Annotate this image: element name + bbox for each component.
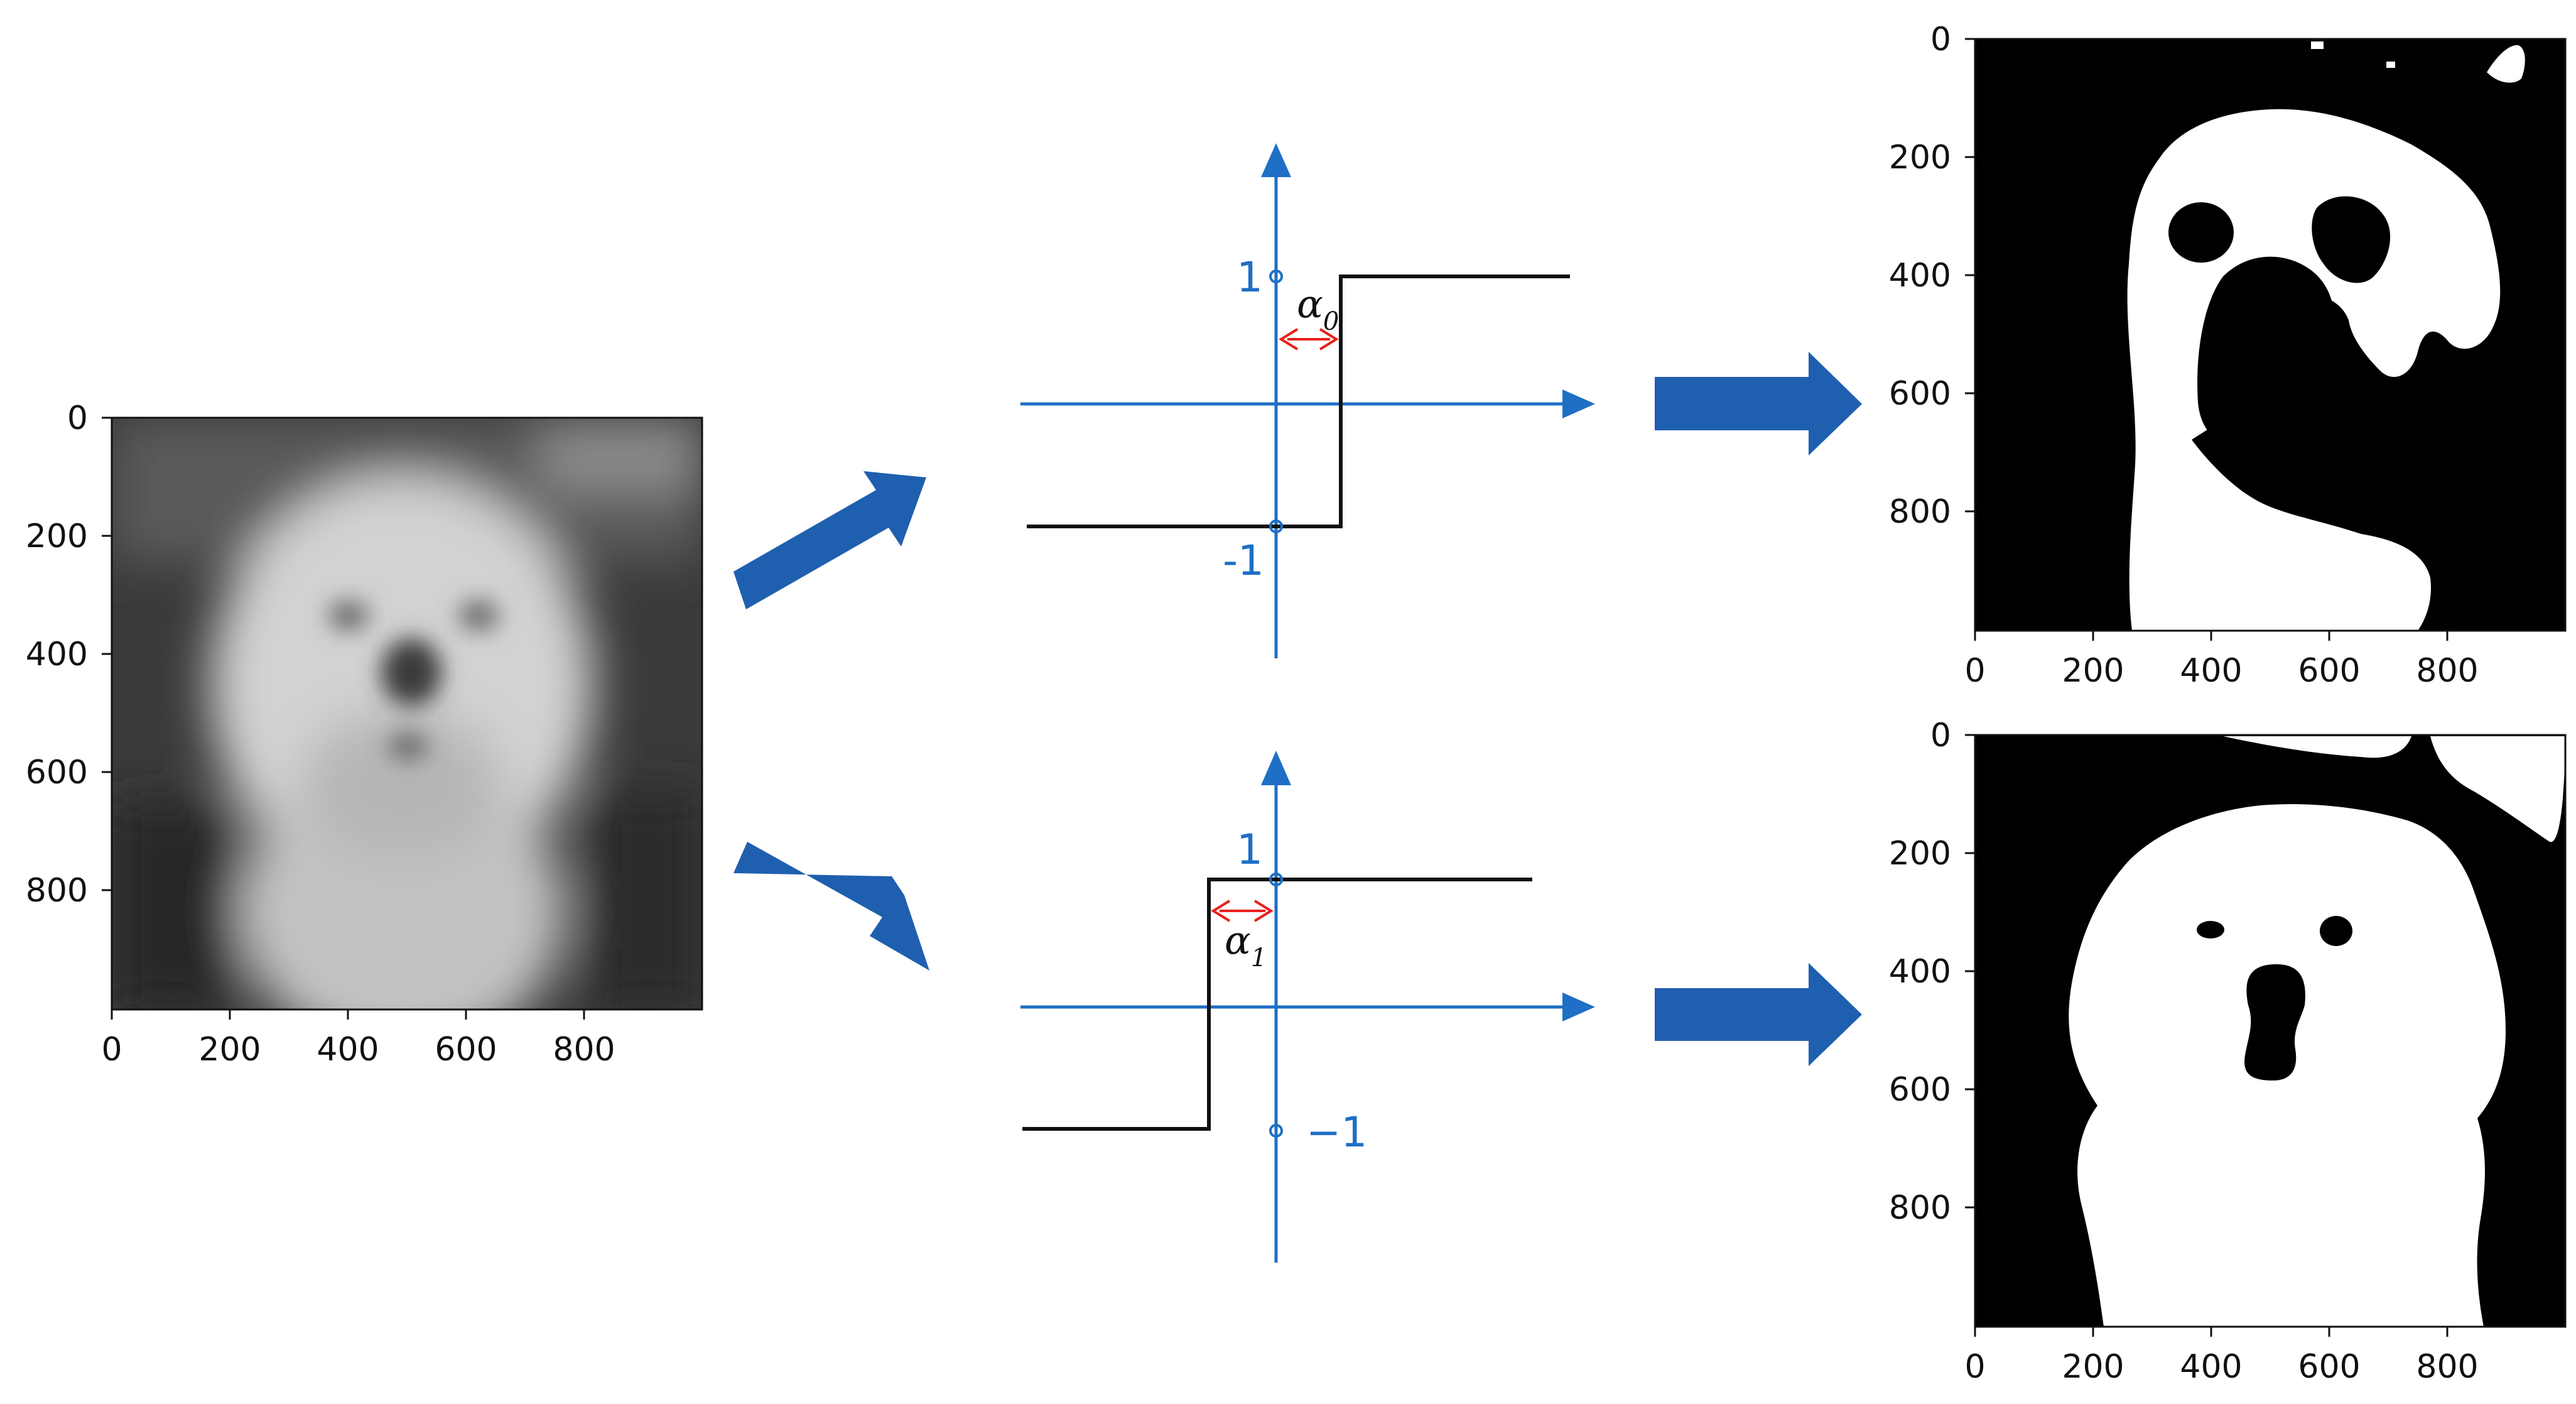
y-tick-label: 200 — [1889, 139, 1951, 177]
output-image-bottom: 0 200 400 600 800 0 200 400 600 800 — [1889, 717, 2567, 1386]
step-function-top: 1 -1 α0 — [1020, 143, 1595, 658]
x-tick-label: 600 — [2298, 1348, 2360, 1386]
x-tick-label: 0 — [1964, 652, 1985, 690]
x-tick-label: 0 — [1964, 1348, 1985, 1386]
y-tick-label: 200 — [1889, 835, 1951, 873]
y-axis-arrowhead — [1261, 751, 1291, 785]
output-top-x-axis: 0 200 400 600 800 — [1964, 631, 2479, 690]
step-function-bottom: 1 −1 α1 — [1020, 751, 1595, 1263]
y-tick-label: 0 — [1930, 21, 1951, 58]
top-offset-indicator — [1279, 328, 1339, 351]
input-image-y-axis: 0 200 400 600 800 — [26, 400, 112, 910]
top-high-label: 1 — [1237, 253, 1263, 302]
x-tick-label: 400 — [2180, 652, 2242, 690]
x-tick-label: 200 — [2062, 652, 2124, 690]
top-step-axes — [1020, 143, 1595, 658]
bottom-high-marker — [1269, 873, 1283, 886]
y-tick-label: 400 — [1889, 953, 1951, 991]
y-tick-label: 800 — [26, 872, 88, 910]
top-low-label: -1 — [1223, 536, 1264, 585]
x-tick-label: 800 — [2416, 1348, 2478, 1386]
y-tick-label: 800 — [1889, 493, 1951, 531]
y-tick-label: 400 — [26, 636, 88, 673]
output-bottom-x-axis: 0 200 400 600 800 — [1964, 1327, 2479, 1386]
bottom-high-label: 1 — [1237, 825, 1263, 874]
x-tick-label: 400 — [317, 1031, 379, 1069]
y-tick-label: 0 — [1930, 717, 1951, 754]
top-step-curve — [1027, 275, 1570, 528]
y-tick-label: 600 — [1889, 1071, 1951, 1109]
bottom-step-curve — [1022, 878, 1532, 1131]
y-tick-label: 0 — [67, 400, 88, 437]
x-tick-label: 800 — [553, 1031, 615, 1069]
x-tick-label: 800 — [2416, 652, 2478, 690]
y-tick-label: 400 — [1889, 257, 1951, 295]
output-image-top: 0 200 400 600 800 0 200 400 600 800 — [1889, 21, 2567, 690]
y-tick-label: 600 — [1889, 375, 1951, 413]
output-bottom-y-axis: 0 200 400 600 800 — [1889, 717, 1975, 1227]
y-axis-arrowhead — [1261, 143, 1291, 177]
top-low-marker — [1269, 520, 1283, 533]
alpha-zero-label: α0 — [1297, 281, 1339, 336]
x-tick-label: 400 — [2180, 1348, 2242, 1386]
x-tick-label: 0 — [101, 1031, 122, 1069]
input-image: 0 200 400 600 800 0 200 400 600 800 — [26, 400, 703, 1069]
bottom-low-marker — [1269, 1124, 1283, 1138]
y-tick-label: 800 — [1889, 1189, 1951, 1227]
output-top-y-axis: 0 200 400 600 800 — [1889, 21, 1975, 531]
arrow-top-step-to-output — [1655, 352, 1862, 455]
bottom-offset-indicator — [1211, 900, 1274, 922]
arrow-input-to-bottom-step — [733, 842, 929, 971]
x-tick-label: 600 — [435, 1031, 497, 1069]
x-axis-arrowhead — [1562, 993, 1595, 1021]
input-image-x-axis: 0 200 400 600 800 — [101, 1009, 615, 1069]
x-tick-label: 200 — [2062, 1348, 2124, 1386]
bottom-low-label: −1 — [1306, 1108, 1367, 1156]
x-tick-label: 600 — [2298, 652, 2360, 690]
arrow-input-to-top-step — [733, 471, 926, 609]
x-axis-arrowhead — [1562, 389, 1595, 418]
alpha-one-label: α1 — [1225, 917, 1267, 972]
top-high-marker — [1269, 269, 1283, 283]
y-tick-label: 200 — [26, 518, 88, 555]
arrow-bottom-step-to-output — [1655, 963, 1862, 1066]
bottom-step-axes — [1020, 751, 1595, 1263]
y-tick-label: 600 — [26, 754, 88, 792]
x-tick-label: 200 — [198, 1031, 261, 1069]
